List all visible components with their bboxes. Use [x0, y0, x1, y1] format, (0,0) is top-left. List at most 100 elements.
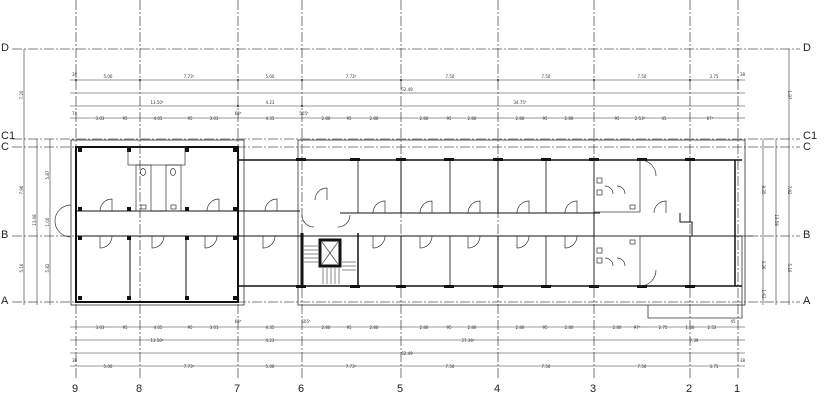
- svg-text:95: 95: [346, 116, 352, 121]
- grid-lines: [12, 0, 800, 380]
- grid-column-label: 9: [72, 383, 79, 395]
- svg-text:1.97: 1.97: [787, 91, 792, 100]
- svg-text:13.08: 13.08: [32, 214, 37, 226]
- svg-text:2.80: 2.80: [370, 325, 379, 330]
- grid-column-label: 3: [590, 383, 597, 395]
- svg-text:45: 45: [730, 319, 736, 324]
- svg-text:95: 95: [346, 325, 352, 330]
- svg-text:95: 95: [542, 325, 548, 330]
- svg-text:4.35: 4.35: [266, 116, 275, 121]
- svg-text:2.80: 2.80: [613, 325, 622, 330]
- svg-text:45: 45: [661, 116, 667, 121]
- svg-text:7.50: 7.50: [446, 364, 455, 369]
- bottom-dimension-values: 3.03 95 4.05 95 3.01 68⁵ 4.35 505⁵ 2.80 …: [72, 319, 746, 369]
- svg-text:1.30: 1.30: [686, 325, 695, 330]
- svg-text:7.73⁵: 7.73⁵: [346, 364, 357, 369]
- svg-text:95: 95: [122, 116, 128, 121]
- svg-text:5.00: 5.00: [104, 364, 113, 369]
- top-dimension-ticks: [75, 79, 739, 107]
- svg-text:5.00: 5.00: [104, 74, 113, 79]
- svg-text:5.87: 5.87: [45, 170, 50, 179]
- svg-text:3.01: 3.01: [210, 325, 219, 330]
- svg-text:95: 95: [446, 325, 452, 330]
- svg-text:2.75: 2.75: [659, 325, 668, 330]
- svg-text:2.53⁵: 2.53⁵: [635, 116, 646, 121]
- svg-text:3.03: 3.03: [96, 116, 105, 121]
- svg-text:2.80: 2.80: [420, 116, 429, 121]
- svg-text:5.16: 5.16: [19, 263, 24, 272]
- svg-text:3.03: 3.03: [96, 325, 105, 330]
- right-dimension-values: 1.97 7.82 5.16 13.58 8.25 3.26 1.63: [761, 91, 792, 299]
- grid-row-label-left: A: [1, 295, 9, 307]
- svg-text:34.75⁵: 34.75⁵: [513, 100, 526, 105]
- svg-text:52.49: 52.49: [401, 87, 413, 92]
- svg-text:7.20: 7.20: [19, 90, 24, 99]
- svg-text:38: 38: [72, 72, 78, 77]
- svg-text:2.80: 2.80: [516, 325, 525, 330]
- svg-text:68⁵: 68⁵: [235, 111, 242, 116]
- svg-text:5.00: 5.00: [266, 364, 275, 369]
- svg-text:4.23: 4.23: [266, 100, 275, 105]
- building-walls: [75, 146, 742, 303]
- svg-text:95: 95: [122, 325, 128, 330]
- svg-text:7.50: 7.50: [638, 364, 647, 369]
- svg-text:7.96: 7.96: [19, 185, 24, 194]
- bottom-dimension-chains: [70, 326, 745, 367]
- svg-text:2.80: 2.80: [565, 116, 574, 121]
- svg-text:38: 38: [740, 358, 746, 363]
- svg-text:3.75: 3.75: [710, 364, 719, 369]
- svg-text:3.03: 3.03: [210, 116, 219, 121]
- svg-text:95: 95: [187, 116, 193, 121]
- svg-text:13.50⁵: 13.50⁵: [150, 338, 163, 343]
- svg-text:2.80: 2.80: [420, 325, 429, 330]
- svg-text:4.05: 4.05: [154, 116, 163, 121]
- svg-text:7.73⁵: 7.73⁵: [184, 364, 195, 369]
- left-dimension-chains: [23, 49, 51, 305]
- svg-text:95: 95: [614, 116, 620, 121]
- top-dimension-chains: [70, 79, 745, 119]
- svg-text:52.49: 52.49: [401, 351, 413, 356]
- top-dimension-values: 5.00 7.73⁵ 5.00 7.73⁵ 7.50 7.50 7.50 3.7…: [72, 72, 746, 121]
- svg-text:5.00: 5.00: [266, 74, 275, 79]
- grid-row-label-left: C: [1, 141, 9, 153]
- doors: [54, 159, 667, 287]
- svg-text:1.63: 1.63: [761, 290, 766, 299]
- restroom-west: [127, 146, 186, 212]
- grid-column-label: 5: [397, 383, 404, 395]
- svg-text:68⁵: 68⁵: [235, 319, 242, 324]
- grid-row-label-left: B: [1, 229, 9, 241]
- svg-text:1.00: 1.00: [45, 217, 50, 226]
- svg-text:38: 38: [72, 358, 78, 363]
- grid-row-label-right: A: [803, 295, 811, 307]
- svg-text:505⁵: 505⁵: [301, 319, 311, 324]
- svg-text:95: 95: [446, 116, 452, 121]
- structural-columns: [78, 148, 695, 300]
- east-notch: [679, 213, 693, 236]
- svg-text:67⁵: 67⁵: [707, 116, 714, 121]
- svg-text:5.16: 5.16: [787, 264, 792, 273]
- svg-text:3.26: 3.26: [761, 261, 766, 270]
- right-dimension-chains: [762, 49, 790, 305]
- svg-text:2.80: 2.80: [322, 116, 331, 121]
- svg-text:2.80: 2.80: [516, 116, 525, 121]
- svg-text:7.73⁵: 7.73⁵: [346, 74, 357, 79]
- svg-text:7.50: 7.50: [542, 74, 551, 79]
- grid-column-label: 4: [494, 383, 501, 395]
- svg-text:7.39: 7.39: [690, 338, 699, 343]
- grid-row-label-right: D: [803, 42, 811, 54]
- svg-text:13.58: 13.58: [774, 214, 779, 226]
- stair-core: [300, 233, 359, 287]
- slab-outline: [70, 139, 753, 319]
- grid-column-label: 8: [136, 383, 143, 395]
- svg-text:2.52: 2.52: [708, 325, 717, 330]
- restroom-east: [593, 159, 641, 287]
- svg-text:7.82: 7.82: [787, 186, 792, 195]
- svg-text:2.80: 2.80: [322, 325, 331, 330]
- svg-text:7.73⁵: 7.73⁵: [184, 74, 195, 79]
- svg-text:74: 74: [72, 111, 78, 116]
- svg-text:8.25: 8.25: [761, 186, 766, 195]
- grid-column-label: 2: [686, 383, 693, 395]
- svg-text:4.23: 4.23: [266, 338, 275, 343]
- svg-text:2.80: 2.80: [565, 325, 574, 330]
- grid-row-label-left: C1: [1, 130, 16, 142]
